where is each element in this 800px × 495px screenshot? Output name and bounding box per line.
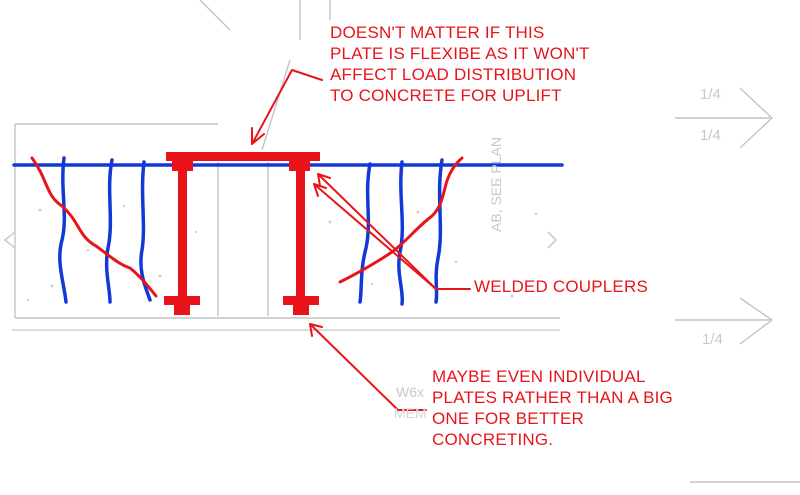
member-label: W6x [396, 384, 424, 400]
anchor-rod-left [178, 168, 187, 302]
arrowhead-coupler-left [313, 183, 327, 197]
anchor-nut-right [283, 296, 319, 305]
welded-couplers-note: WELDED COUPLERS [474, 276, 648, 297]
anchor-assembly [164, 152, 320, 315]
rebar-group-left [58, 156, 152, 304]
leader-plates [309, 323, 427, 411]
rebar-bar [434, 158, 444, 304]
plate-flexibility-note: DOESN'T MATTER IF THIS PLATE IS FLEXIBE … [330, 22, 590, 106]
arrowhead-plate [251, 127, 265, 145]
member-label: MEM [394, 405, 427, 421]
crack-line-left [30, 156, 158, 298]
fraction-label: 1/4 [702, 331, 723, 348]
anchor-washer-right [293, 305, 309, 315]
note-line: AFFECT LOAD DISTRIBUTION [330, 65, 577, 84]
note-line: PLATES RATHER THAN A BIG [432, 388, 673, 407]
individual-plates-note: MAYBE EVEN INDIVIDUAL PLATES RATHER THAN… [432, 366, 673, 450]
coupler-right-top [289, 161, 310, 171]
note-line: ONE FOR BETTER [432, 409, 585, 428]
rebar-bar [58, 156, 68, 304]
note-line: MAYBE EVEN INDIVIDUAL [432, 367, 646, 386]
anchor-washer-left [174, 305, 190, 315]
anchor-nut-left [164, 296, 200, 305]
note-line: PLATE IS FLEXIBE AS IT WON'T [330, 44, 590, 63]
fraction-label: 1/4 [700, 86, 721, 103]
rebar-bar [358, 162, 372, 304]
crack-line-right [338, 156, 464, 284]
note-line: TO CONCRETE FOR UPLIFT [330, 86, 562, 105]
anchor-rod-right [296, 168, 305, 302]
rebar-bar [104, 158, 114, 304]
arrowhead-plates [309, 323, 323, 337]
note-line: CONCRETING. [432, 430, 554, 449]
note-line: WELDED COUPLERS [474, 277, 648, 296]
leader-plate [251, 69, 323, 145]
rebar-bar [397, 160, 405, 306]
arrowhead-coupler-right [317, 173, 331, 187]
note-line: DOESN'T MATTER IF THIS [330, 23, 545, 42]
base-plate [166, 152, 320, 161]
leader-coupler-left [313, 183, 471, 290]
background-drawing [3, 0, 800, 483]
slab-note-label: AB, SEE PLAN [488, 137, 504, 232]
leader-coupler-right [317, 173, 437, 290]
coupler-left-top [172, 161, 193, 171]
leader-arrows [251, 69, 471, 411]
rebar-bar [139, 160, 152, 302]
fraction-label: 1/4 [700, 127, 721, 144]
